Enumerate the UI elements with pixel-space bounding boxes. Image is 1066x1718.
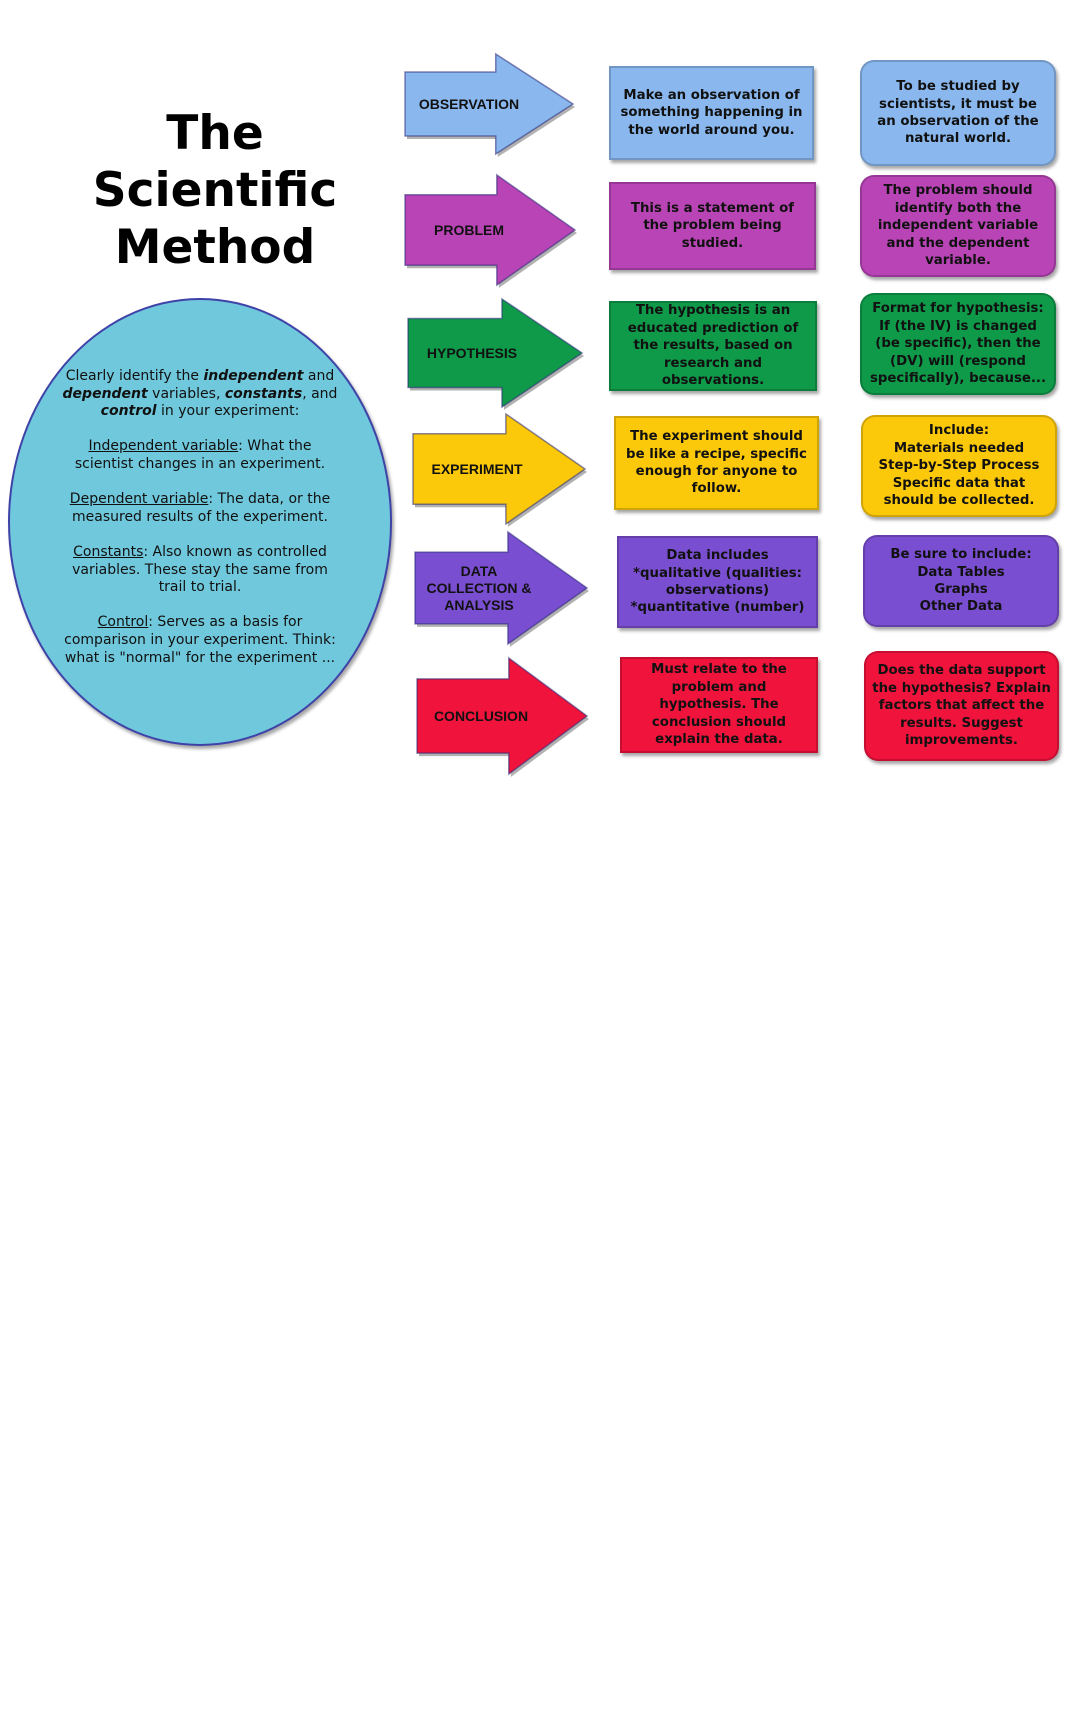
step-description-text: This is a statement of the problem being… bbox=[630, 200, 795, 251]
step-label: CONCLUSION bbox=[433, 707, 529, 724]
step-description-text: Make an observation of something happeni… bbox=[620, 87, 803, 138]
step-description: The experiment should be like a recipe, … bbox=[614, 416, 819, 510]
step-description: Must relate to the problem and hypothesi… bbox=[620, 657, 818, 753]
intro-text: in your experiment: bbox=[156, 403, 300, 420]
step-note-text: The problem should identify both the ind… bbox=[877, 183, 1039, 269]
step-note: Include: Materials needed Step-by-Step P… bbox=[861, 415, 1057, 517]
control-term: Control bbox=[97, 614, 149, 631]
arrow-shape bbox=[407, 297, 584, 410]
dependent-variable-definition: Dependent variable: The data, or the mea… bbox=[58, 491, 342, 526]
control-definition: Control: Serves as a basis for compariso… bbox=[58, 614, 342, 667]
constants-definition: Constants: Also known as controlled vari… bbox=[58, 544, 342, 597]
control-word: control bbox=[100, 403, 157, 420]
step-label: PROBLEM bbox=[434, 221, 504, 238]
step-description: This is a statement of the problem being… bbox=[609, 182, 816, 270]
step-label: HYPOTHESIS bbox=[426, 344, 518, 361]
intro-paragraph: Clearly identify the independent and dep… bbox=[58, 368, 342, 421]
step-note: To be studied by scientists, it must be … bbox=[860, 60, 1056, 166]
title-line-2: Scientific bbox=[92, 163, 338, 218]
arrow-body bbox=[404, 52, 575, 156]
page-title: The Scientific Method bbox=[80, 105, 350, 276]
constants-term: Constants bbox=[73, 543, 144, 560]
independent-variable-def: : What the scientist changes in an exper… bbox=[74, 438, 326, 472]
title-line-3: Method bbox=[114, 220, 316, 275]
arrow-shape bbox=[412, 412, 587, 527]
arrow-body bbox=[404, 173, 577, 287]
intro-text: , and bbox=[302, 385, 338, 402]
step-note-text: Does the data support the hypothesis? Ex… bbox=[872, 663, 1051, 749]
step-description-text: The hypothesis is an educated prediction… bbox=[627, 303, 799, 389]
step-note: Be sure to include: Data Tables Graphs O… bbox=[863, 535, 1059, 627]
step-description-text: Data includes *qualitative (qualities: o… bbox=[630, 548, 805, 616]
step-note: Does the data support the hypothesis? Ex… bbox=[864, 651, 1059, 761]
independent-variable-definition: Independent variable: What the scientist… bbox=[58, 438, 342, 473]
intro-text: and bbox=[303, 368, 335, 384]
step-label: DATA COLLECTION & ANALYSIS bbox=[426, 562, 532, 613]
step-label: OBSERVATION bbox=[418, 95, 520, 112]
step-description: Make an observation of something happeni… bbox=[609, 66, 814, 160]
arrow-shape bbox=[404, 173, 577, 288]
title-line-1: The bbox=[166, 106, 264, 161]
arrow-body bbox=[412, 412, 587, 526]
independent-variable-term: Independent variable bbox=[88, 438, 239, 455]
arrow-body bbox=[416, 656, 589, 776]
step-note-text: To be studied by scientists, it must be … bbox=[877, 79, 1039, 147]
intro-text: variables, bbox=[147, 385, 225, 402]
arrow-shape bbox=[416, 656, 589, 777]
constants-word: constants bbox=[224, 385, 303, 402]
variables-oval bbox=[8, 298, 392, 746]
step-note-text: Include: Materials needed Step-by-Step P… bbox=[878, 423, 1040, 509]
dependent-word: dependent bbox=[62, 385, 148, 402]
step-description-text: Must relate to the problem and hypothesi… bbox=[651, 662, 787, 748]
control-def: : Serves as a basis for comparison in yo… bbox=[64, 614, 336, 666]
step-description: The hypothesis is an educated prediction… bbox=[609, 301, 817, 391]
independent-word: independent bbox=[203, 368, 304, 384]
arrow-shape bbox=[414, 530, 589, 647]
step-note-text: Format for hypothesis: If (the IV) is ch… bbox=[869, 301, 1047, 387]
step-description-text: The experiment should be like a recipe, … bbox=[626, 429, 807, 497]
arrow-body bbox=[407, 297, 584, 409]
step-note-text: Be sure to include: Data Tables Graphs O… bbox=[890, 547, 1032, 615]
variables-text: Clearly identify the independent and dep… bbox=[58, 368, 342, 685]
step-label: EXPERIMENT bbox=[431, 460, 523, 477]
step-note: Format for hypothesis: If (the IV) is ch… bbox=[860, 293, 1056, 395]
intro-text: Clearly identify the bbox=[65, 368, 204, 384]
dependent-variable-def: : The data, or the measured results of t… bbox=[72, 491, 331, 525]
step-description: Data includes *qualitative (qualities: o… bbox=[617, 536, 818, 628]
constants-def: : Also known as controlled variables. Th… bbox=[72, 543, 328, 596]
arrow-body bbox=[414, 530, 589, 646]
arrow-shape bbox=[404, 52, 575, 157]
step-note: The problem should identify both the ind… bbox=[860, 175, 1056, 277]
dependent-variable-term: Dependent variable bbox=[69, 491, 209, 508]
